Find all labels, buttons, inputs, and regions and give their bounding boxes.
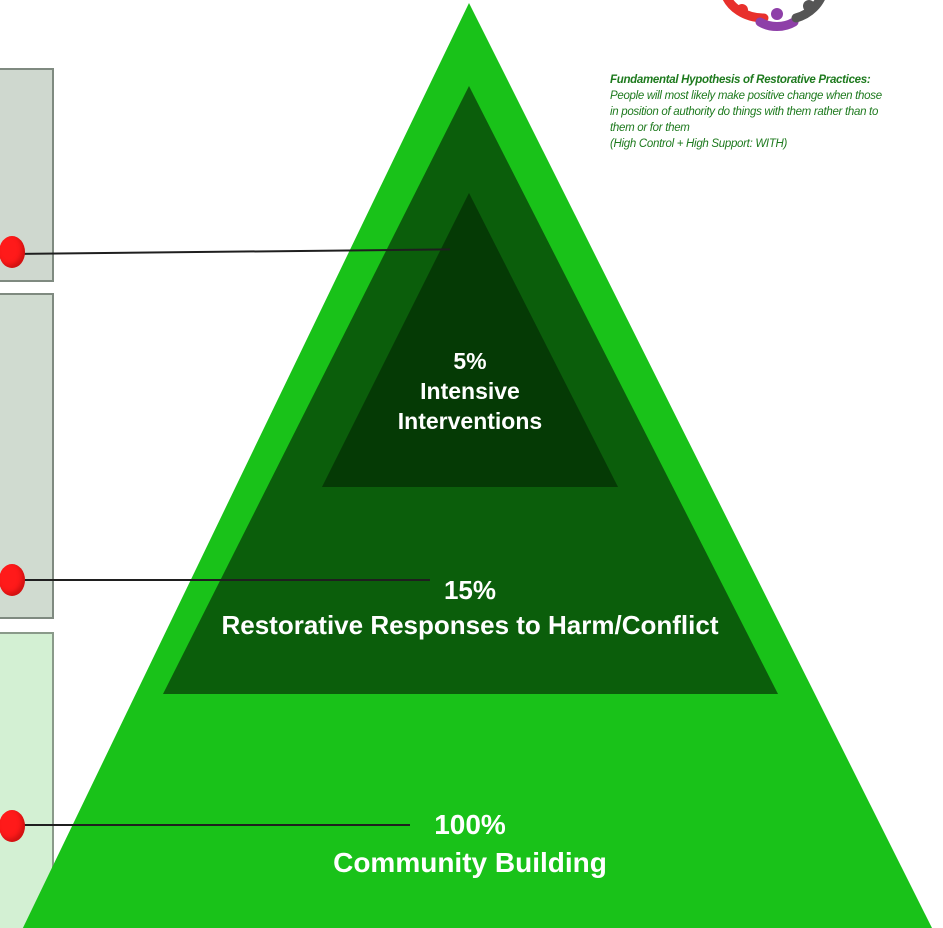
- hypothesis-text-line: People will most likely make positive ch…: [610, 90, 882, 102]
- tier-label: Restorative Responses to Harm/Conflict: [221, 610, 719, 640]
- marker-dot-top: [0, 236, 25, 268]
- tier-label: Intensive: [420, 378, 520, 404]
- tier-percent: 15%: [443, 575, 497, 605]
- hypothesis-text-line: them or for them: [610, 122, 690, 134]
- connector-line-bottom: [10, 824, 410, 826]
- tier-percent: 100%: [434, 809, 506, 840]
- hypothesis-text-line: in position of authority do things with …: [610, 106, 879, 118]
- tier-percent: 5%: [453, 348, 487, 374]
- hypothesis-text-line: (High Control + High Support: WITH): [610, 138, 788, 150]
- tier-label: Interventions: [397, 408, 543, 434]
- left-panel-bottom: [0, 632, 54, 928]
- hypothesis-note: Fundamental Hypothesis of Restorative Pr…: [610, 72, 940, 152]
- pyramid-inner-tier: [322, 193, 618, 487]
- tier-community-building: 100% Community Building: [300, 806, 640, 882]
- tier-intensive-interventions: 5% Intensive Interventions: [370, 346, 570, 436]
- marker-dot-middle: [0, 564, 25, 596]
- tier-label: Community Building: [333, 847, 607, 878]
- people-circle-logo-icon: [723, 0, 825, 31]
- connector-line-middle: [10, 579, 430, 581]
- marker-dot-bottom: [0, 810, 25, 842]
- tier-restorative-responses: 15% Restorative Responses to Harm/Confli…: [200, 573, 740, 643]
- hypothesis-title: Fundamental Hypothesis of Restorative Pr…: [610, 74, 871, 86]
